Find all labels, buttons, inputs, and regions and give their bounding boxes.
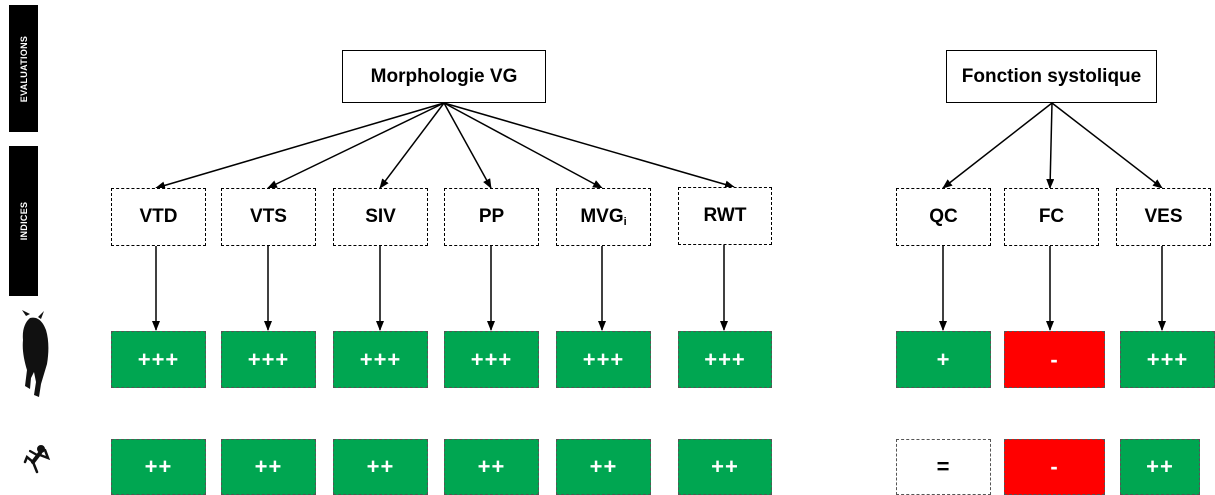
index-label: PP (478, 206, 505, 227)
index-box-rwt: RWT (678, 187, 772, 245)
value-box-row1-rwt: +++ (678, 331, 772, 388)
value-box-row1-qc: + (896, 331, 991, 388)
indices-sidebar-tag: INDICES (9, 146, 38, 296)
index-box-mvg: MVGi (556, 188, 651, 246)
value-box-row2-pp: ++ (444, 439, 539, 495)
index-box-vts: VTS (221, 188, 316, 246)
index-box-qc: QC (896, 188, 991, 246)
value-box-row1-vtd: +++ (111, 331, 206, 388)
index-box-siv: SIV (333, 188, 428, 246)
arrow-sys-fc (1046, 102, 1055, 189)
morphologie-vg-box: Morphologie VG (342, 50, 546, 103)
value-box-row2-vts: ++ (221, 439, 316, 495)
index-box-ves: VES (1116, 188, 1211, 246)
value-box-row1-vts: +++ (221, 331, 316, 388)
index-label: SIV (365, 206, 396, 227)
index-label: RWT (703, 205, 747, 226)
arrow-sys-ves (1051, 102, 1163, 189)
fonction-systolique-title: Fonction systolique (961, 65, 1142, 87)
value-box-row2-siv: ++ (333, 439, 428, 495)
evaluations-sidebar-tag: EVALUATIONS (9, 5, 38, 132)
arrow-morph-vts (267, 102, 445, 189)
value-box-row1-fc: - (1004, 331, 1105, 388)
value-box-row1-pp: +++ (444, 331, 539, 388)
value-box-row1-siv: +++ (333, 331, 428, 388)
index-label: VTD (139, 206, 178, 227)
value-box-row1-ves: +++ (1120, 331, 1215, 388)
mvg-subscript: i (623, 216, 627, 228)
index-box-fc: FC (1004, 188, 1099, 246)
value-box-row2-ves: ++ (1120, 439, 1200, 495)
evaluations-label: EVALUATIONS (18, 35, 29, 102)
bison-silhouette-icon (22, 310, 49, 397)
indices-label: INDICES (18, 201, 29, 241)
index-label: VES (1144, 206, 1183, 227)
value-box-row2-qc: = (896, 439, 991, 495)
fonction-systolique-box: Fonction systolique (946, 50, 1157, 103)
index-label: QC (929, 206, 958, 227)
value-box-row2-mvg: ++ (556, 439, 651, 495)
index-box-pp: PP (444, 188, 539, 246)
arrow-sys-qc (942, 102, 1053, 189)
value-box-row1-mvg: +++ (556, 331, 651, 388)
value-box-row2-fc: - (1004, 439, 1105, 495)
arrow-morph-pp (443, 102, 492, 189)
value-box-row2-vtd: ++ (111, 439, 206, 495)
arrow-morph-vtd (155, 102, 445, 190)
arrow-morph-mvg (443, 102, 603, 189)
index-label: VTS (250, 206, 287, 227)
index-label: MVGi (580, 206, 627, 228)
wrestler-silhouette-icon (23, 445, 51, 474)
index-label: FC (1038, 206, 1065, 227)
index-box-vtd: VTD (111, 188, 206, 246)
value-box-row2-rwt: ++ (678, 439, 772, 495)
arrow-morph-siv (379, 102, 445, 189)
morphologie-vg-title: Morphologie VG (370, 65, 518, 87)
arrow-morph-rwt (443, 102, 735, 189)
